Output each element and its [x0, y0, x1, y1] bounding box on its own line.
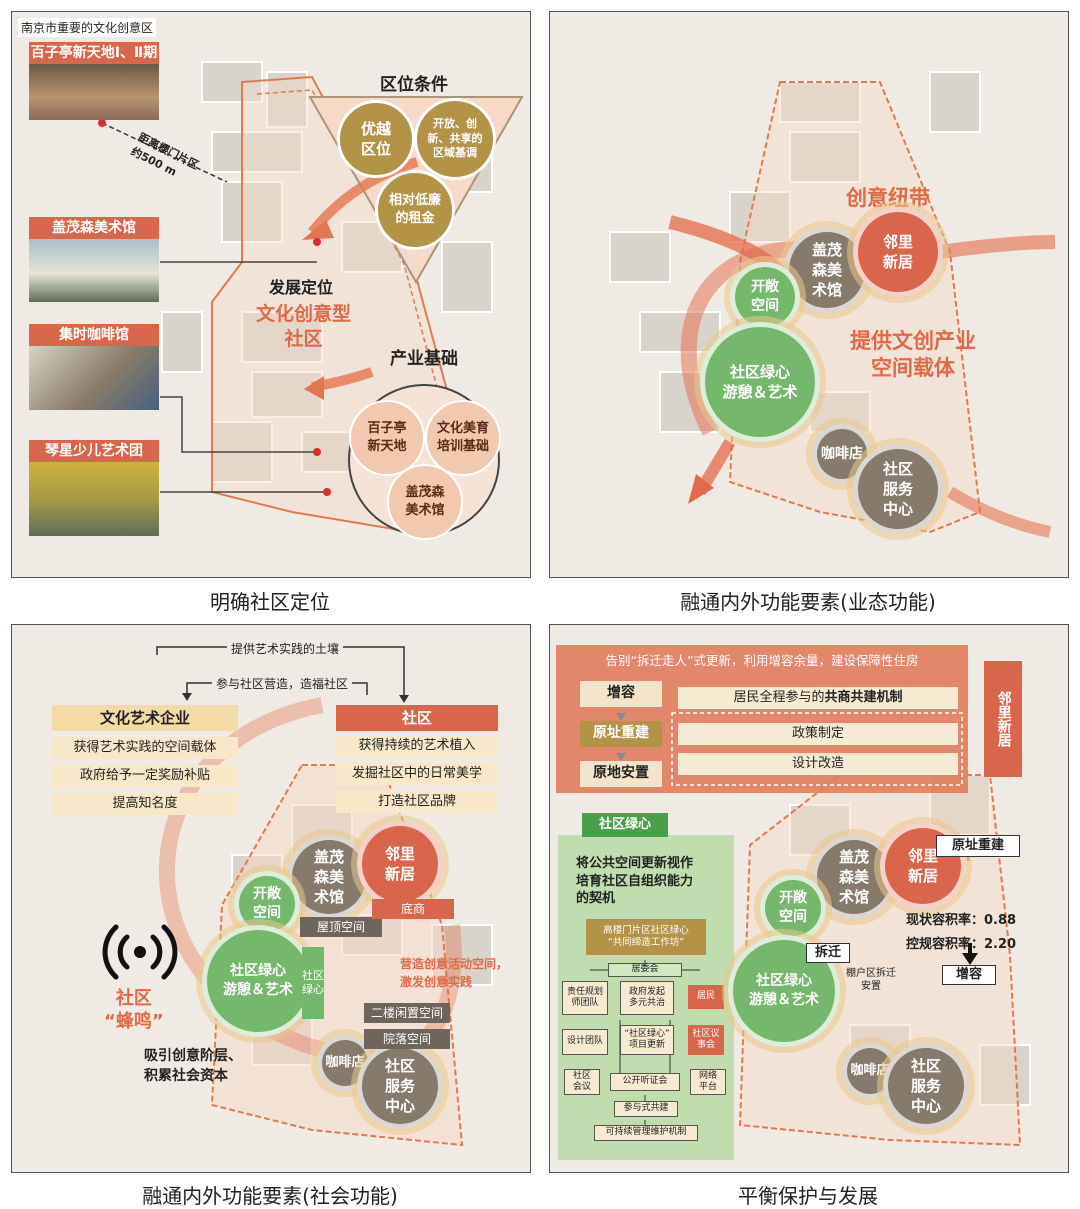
- photo-title-art-museum: 盖茂森美术馆: [29, 217, 159, 239]
- enterprise-item-3: 提高知名度: [52, 793, 238, 815]
- enterprise-item-2: 政府给予一定奖励补贴: [52, 765, 238, 787]
- tag-courtyard: 院落空间: [364, 1029, 450, 1049]
- org-juweihui: 居委会: [608, 963, 682, 977]
- circle-location-3: 相对低廉 的租金: [375, 170, 455, 250]
- photo-baiziting: [29, 64, 159, 120]
- banner-text: 告别“拆迁走人”式更新，利用增容余量，建设保障性住房: [605, 653, 919, 669]
- note-creative-space: 营造创意活动空间， 激发创意实践: [400, 957, 509, 989]
- panel-social-function: 提供艺术实践的土壤 参与社区营造，造福社区 文化艺术企业 获得艺术实践的空间载体…: [11, 624, 531, 1173]
- ratio-plan: 控规容积率：2.20: [906, 933, 1016, 952]
- green-heart-tag: 社区绿心: [582, 813, 668, 837]
- mechanism-box: 居民全程参与的共商共建机制: [678, 687, 958, 709]
- tag-roof-space: 屋顶空间: [300, 917, 382, 937]
- ratio-now-value: 0.88: [984, 913, 1017, 928]
- community-header: 社区: [336, 705, 498, 731]
- increase-tag: 增容: [942, 965, 996, 985]
- arrow-label-top: 提供艺术实践的土壤: [227, 640, 344, 657]
- shed-label: 棚户区拆迁 安置: [846, 968, 896, 992]
- buzz-sub: 吸引创意阶层、 积累社会资本: [144, 1048, 242, 1084]
- circle-location-2: 开放、创 新、共享的 区域基调: [414, 98, 496, 180]
- label-space-carrier: 提供文创产业 空间载体: [850, 329, 976, 381]
- circle-cafe: 咖啡店: [812, 424, 872, 484]
- org-council: 社区议 事会: [688, 1025, 724, 1055]
- rebuild-tag: 原址重建: [936, 835, 1020, 857]
- photo-title-baiziting: 百子亭新天地Ⅰ、Ⅱ期: [29, 42, 159, 64]
- panel-business-function: 创意纽带 提供文创产业 空间载体 盖茂 森美 术馆 邻里 新居 开敞 空间 社区…: [549, 11, 1069, 578]
- green-heart-text: 将公共空间更新视作 培育社区自组织能力 的契机: [576, 856, 694, 907]
- org-planner: 责任规划 师团队: [562, 981, 608, 1015]
- org-gov: 政府发起 多元共治: [620, 981, 674, 1015]
- community-item-3: 打造社区品牌: [336, 791, 498, 813]
- community-item-2: 发掘社区中的日常美学: [336, 763, 498, 785]
- circle-green-heart-4: 社区绿心 游憩＆艺术: [728, 935, 840, 1047]
- caption-panel1: 明确社区定位: [210, 590, 330, 614]
- photo-art-museum: [29, 239, 159, 302]
- org-network: 网络 平台: [690, 1069, 726, 1095]
- circle-green-heart-3: 社区绿心 游憩＆艺术: [202, 925, 314, 1037]
- label-creative-band: 创意纽带: [846, 186, 930, 210]
- circle-location-1: 优越 区位: [337, 100, 415, 178]
- circle-neighbour-home-4: 邻里 新居: [880, 823, 966, 909]
- org-coop: 参与式共建: [614, 1101, 678, 1117]
- mechanism-prefix: 居民全程参与的: [733, 689, 825, 705]
- demolish-tag: 拆迁: [806, 943, 850, 963]
- circle-service-center: 社区 服务 中心: [853, 444, 943, 534]
- org-hearing: 公开听证会: [610, 1073, 680, 1091]
- circle-industry-3: 盖茂森 美术馆: [387, 464, 463, 540]
- step-increase: 增容: [580, 681, 662, 707]
- position-title: 发展定位: [269, 278, 334, 297]
- step-resettle: 原地安置: [580, 761, 662, 787]
- sub-design: 设计改造: [678, 753, 958, 775]
- circle-industry-2: 文化美育 培训基础: [425, 400, 501, 476]
- org-meeting: 社区 会议: [564, 1069, 600, 1095]
- circle-neighbour-home: 邻里 新居: [853, 207, 943, 297]
- org-maintain: 可持续管理维护机制: [594, 1125, 698, 1141]
- org-project: “社区绿心” 项目更新: [620, 1025, 674, 1055]
- panel-balance: 告别“拆迁走人”式更新，利用增容余量，建设保障性住房 增容 原址重建 原地安置 …: [549, 624, 1069, 1173]
- panel-community-positioning: 南京市重要的文化创意区 百子亭新天地Ⅰ、Ⅱ期 盖茂森美术馆 集时咖啡馆 琴星少儿…: [11, 11, 531, 578]
- sub-policy: 政策制定: [678, 723, 958, 745]
- photo-art-troupe: [29, 462, 159, 536]
- ratio-now-label: 现状容积率：: [906, 913, 985, 928]
- industry-title: 产业基础: [390, 349, 458, 369]
- panel1-header: 南京市重要的文化创意区: [18, 18, 157, 37]
- org-resident: 居民: [688, 985, 724, 1009]
- circle-service-center-3: 社区 服务 中心: [357, 1043, 443, 1129]
- side-label-neighbour: 邻里新居: [984, 661, 1022, 777]
- circle-open-space: 开敞 空间: [730, 262, 800, 332]
- circle-service-center-4: 社区 服务 中心: [883, 1043, 969, 1129]
- circle-open-space-4: 开敞 空间: [760, 875, 826, 941]
- photo-title-art-troupe: 琴星少儿艺术团: [29, 440, 159, 462]
- circle-neighbour-home-3: 邻里 新居: [357, 821, 443, 907]
- community-item-1: 获得持续的艺术植入: [336, 735, 498, 757]
- mechanism-bold: 共商共建机制: [824, 689, 903, 705]
- caption-panel3: 融通内外功能要素(社会功能): [142, 1184, 398, 1208]
- tag-second-floor: 二楼闲置空间: [364, 1003, 450, 1023]
- caption-panel2: 融通内外功能要素(业态功能): [680, 590, 936, 614]
- enterprise-item-1: 获得艺术实践的空间载体: [52, 737, 238, 759]
- circle-industry-1: 百子亭 新天地: [349, 400, 425, 476]
- tag-ground-shop: 底商: [372, 899, 454, 919]
- photo-cafe: [29, 346, 159, 410]
- tag-green-heart: 社区 绿心: [302, 947, 324, 1019]
- circle-green-heart: 社区绿心 游憩＆艺术: [700, 322, 820, 442]
- org-design: 设计团队: [562, 1029, 608, 1055]
- workshop-box: 高楼门片区社区绿心 “共同缔造工作坊”: [586, 919, 706, 955]
- location-title: 区位条件: [380, 75, 448, 95]
- ratio-now: 现状容积率：0.88: [906, 909, 1016, 928]
- ratio-plan-label: 控规容积率：: [906, 937, 985, 952]
- circle-art-museum-3: 盖茂 森美 术馆: [287, 835, 371, 919]
- caption-panel4: 平衡保护与发展: [738, 1184, 878, 1208]
- arrow-label-mid: 参与社区营造，造福社区: [212, 675, 353, 692]
- ratio-plan-value: 2.20: [984, 937, 1017, 952]
- buzz-label: 社区 “蜂鸣”: [104, 988, 164, 1033]
- photo-title-cafe: 集时咖啡馆: [29, 324, 159, 346]
- step-rebuild: 原址重建: [580, 721, 662, 747]
- enterprise-header: 文化艺术企业: [52, 705, 238, 731]
- position-text: 文化创意型 社区: [256, 303, 352, 350]
